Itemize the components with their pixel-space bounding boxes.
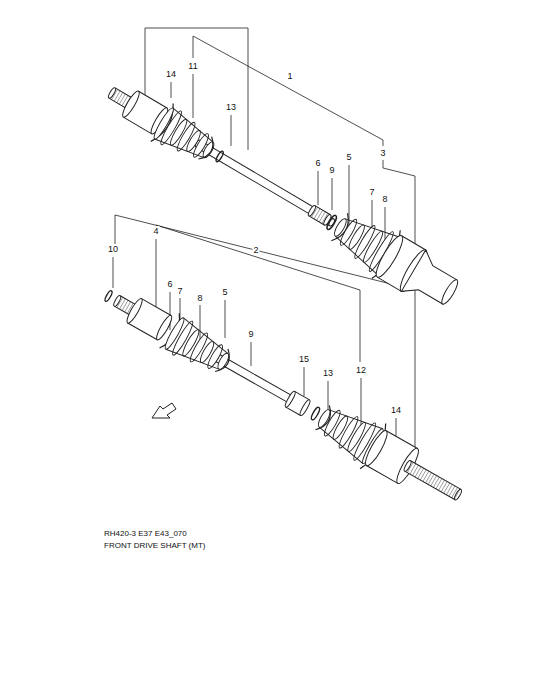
leader-line xyxy=(156,225,360,362)
callout-number: 14 xyxy=(165,69,177,79)
leader-line xyxy=(193,36,383,146)
leader-line xyxy=(231,115,232,146)
callout-number: 5 xyxy=(221,287,228,297)
outer-joint xyxy=(362,428,390,468)
spline-end xyxy=(403,460,412,472)
shaft-ring xyxy=(310,406,321,420)
leader-line xyxy=(318,171,319,205)
leader-line xyxy=(115,215,415,455)
callout-number: 7 xyxy=(176,286,183,296)
leader-line xyxy=(193,74,194,118)
caption-text: RH420-3 E37 E43_070 xyxy=(103,529,188,539)
drive-shaft-bottom xyxy=(94,272,473,518)
callout-number: 6 xyxy=(314,158,321,168)
callout-number: 14 xyxy=(390,405,402,415)
spline-end xyxy=(113,295,122,307)
spline-end xyxy=(107,87,117,99)
callout-number: 8 xyxy=(196,293,203,303)
spline-end xyxy=(307,205,317,217)
callout-number: 8 xyxy=(381,194,388,204)
leader-line xyxy=(113,257,114,288)
circlip xyxy=(104,290,113,302)
callout-number: 2 xyxy=(252,245,259,255)
callout-number: 15 xyxy=(298,354,310,364)
inner-joint xyxy=(125,297,145,325)
callout-number: 7 xyxy=(368,187,375,197)
callout-number: 13 xyxy=(322,368,334,378)
caption-text: FRONT DRIVE SHAFT (MT) xyxy=(103,541,206,551)
drive-shaft-top xyxy=(96,68,467,318)
callout-number: 4 xyxy=(152,226,159,236)
damper xyxy=(284,390,297,408)
callout-number: 3 xyxy=(379,148,386,158)
leader-lines xyxy=(113,28,415,455)
callout-number: 1 xyxy=(286,71,293,81)
inner-housing xyxy=(372,233,407,280)
forward-arrow xyxy=(152,403,176,418)
callout-number: 13 xyxy=(225,102,237,112)
callout-number: 6 xyxy=(166,279,173,289)
leader-line xyxy=(193,36,194,58)
callout-number: 11 xyxy=(187,61,198,71)
callout-number: 5 xyxy=(345,152,352,162)
boot-clamp xyxy=(198,137,217,163)
boot-fold xyxy=(201,140,216,159)
shaft-ring xyxy=(215,150,225,162)
leader-line xyxy=(328,381,329,410)
callout-number: 9 xyxy=(247,329,254,339)
leader-line xyxy=(251,342,252,366)
leader-line xyxy=(332,178,333,210)
leader-line xyxy=(225,300,226,338)
leader-line xyxy=(171,82,172,98)
boot-clamp xyxy=(215,349,234,375)
callout-number: 12 xyxy=(355,365,367,375)
callout-number: 9 xyxy=(328,165,335,175)
callout-number: 10 xyxy=(107,244,119,254)
leader-line xyxy=(385,207,386,242)
leader-line xyxy=(304,367,305,396)
outer-joint xyxy=(120,89,142,119)
